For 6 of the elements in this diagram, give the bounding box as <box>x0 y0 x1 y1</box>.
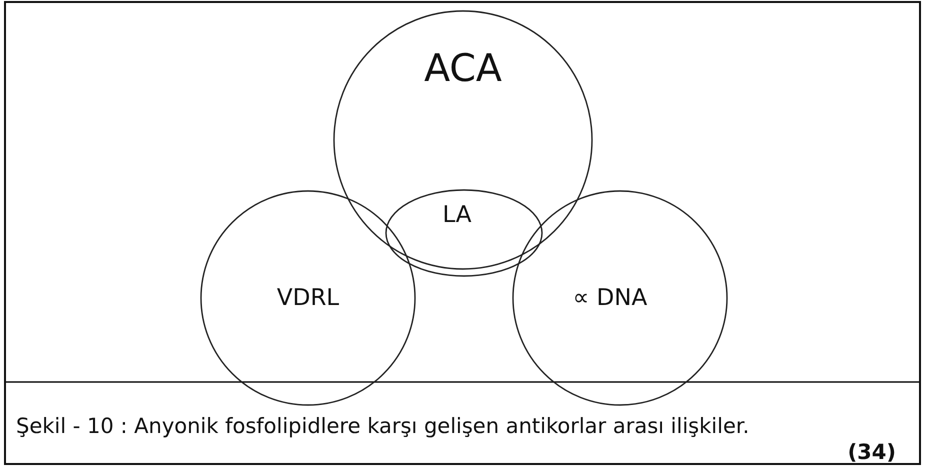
set-label: ∝ DNA <box>572 285 648 311</box>
set-label: ACA <box>424 46 502 90</box>
set-label: LA <box>442 202 472 228</box>
set-label: VDRL <box>276 285 340 311</box>
figure-caption: Şekil - 10 : Anyonik fosfolipidlere karşı gelişen antikorlar arası ilişkiler. <box>16 414 750 438</box>
reference-number: (34) <box>848 440 896 464</box>
